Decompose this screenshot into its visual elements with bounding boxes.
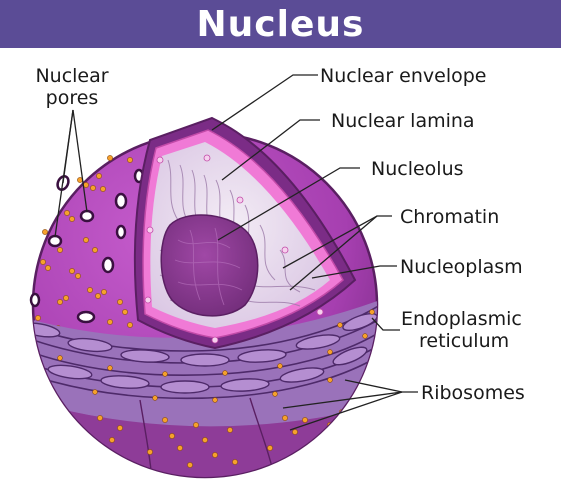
label-er-line2: reticulum <box>419 330 509 352</box>
cutaway-section <box>133 116 357 350</box>
label-nuclear-envelope: Nuclear envelope <box>320 65 486 87</box>
title-bar: Nucleus <box>0 0 561 48</box>
label-er-line1: Endoplasmic <box>401 308 522 330</box>
labels: Nuclear pores Nuclear envelope Nuclear l… <box>35 65 524 404</box>
label-nuclear-pores-line1: Nuclear <box>35 65 108 87</box>
label-nuclear-pores-line2: pores <box>46 87 99 109</box>
nuclear-pores <box>29 168 145 324</box>
endoplasmic-reticulum <box>33 300 377 428</box>
label-ribosomes: Ribosomes <box>421 382 525 404</box>
surface-ribosomes <box>35 155 143 331</box>
label-chromatin: Chromatin <box>400 206 499 228</box>
page-title: Nucleus <box>196 3 365 45</box>
leader-lines <box>54 74 418 431</box>
label-nucleolus: Nucleolus <box>371 158 464 180</box>
label-nucleoplasm: Nucleoplasm <box>400 256 523 278</box>
label-nuclear-lamina: Nuclear lamina <box>331 110 475 132</box>
nucleolus-body <box>160 214 259 317</box>
